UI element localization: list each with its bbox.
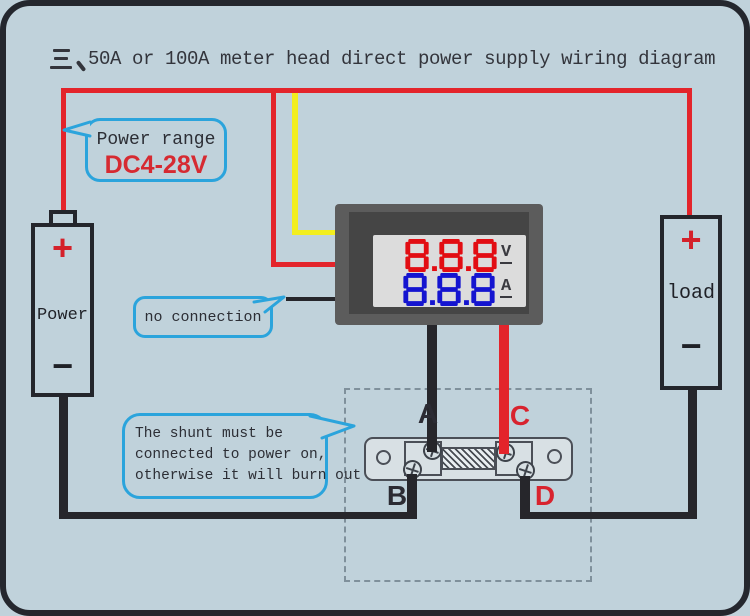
current-digits <box>403 273 495 306</box>
shunt-mount-hole-right <box>547 449 562 464</box>
shunt-warning-callout: The shunt must be connected to power on,… <box>122 413 361 499</box>
power-supply-box <box>31 223 94 397</box>
shunt-warning-line-3: otherwise it will burn out <box>135 468 362 484</box>
wire-yellow-meter-in <box>292 230 338 235</box>
meter-head: 8.8.8 8.8.8 V A <box>335 204 543 325</box>
voltage-digits <box>405 239 497 272</box>
wire-power-negative-down <box>59 394 68 519</box>
no-connection-label: no connection <box>144 309 262 326</box>
meter-bezel: 8.8.8 8.8.8 V A <box>349 212 529 314</box>
load-box <box>660 215 722 390</box>
current-reading-value: 8.8.8 <box>373 235 374 236</box>
wire-no-connection-stub <box>286 297 338 301</box>
wire-meter-to-shunt-c <box>499 322 509 454</box>
page-title: 50A or 100A meter head direct power supp… <box>88 48 716 70</box>
no-connection-callout-tail <box>252 295 286 314</box>
shunt-label-a: A <box>417 398 439 429</box>
load-negative-symbol: − <box>680 328 702 369</box>
power-range-value: DC4-28V <box>104 151 208 179</box>
power-negative-symbol: − <box>51 348 74 389</box>
wire-shunt-b-down <box>407 474 417 519</box>
power-range-label: Power range <box>96 130 216 150</box>
shunt-warning-callout-tail <box>308 414 356 440</box>
shunt-resistor-element <box>441 447 496 470</box>
wire-red-meter-drop <box>271 88 276 267</box>
wire-red-meter-in <box>271 262 338 267</box>
wire-meter-to-shunt-a <box>427 322 437 452</box>
load-positive-symbol: + <box>680 222 702 263</box>
shunt-dashed-outline <box>344 388 592 582</box>
power-range-callout-tail <box>62 120 92 138</box>
power-label: Power <box>36 306 88 325</box>
cjk-comma-icon <box>75 60 87 72</box>
shunt-warning-text: The shunt must be connected to power on,… <box>135 424 361 487</box>
shunt-mount-hole-left <box>376 450 391 465</box>
wire-positive-top <box>61 88 692 93</box>
wire-shunt-d-down <box>520 476 530 519</box>
title-prefix-text: 三、 <box>0 0 1 1</box>
cjk-three-icon <box>50 49 76 71</box>
shunt-label-c: C <box>509 400 531 431</box>
shunt-label-d: D <box>534 480 556 511</box>
shunt-label-b: B <box>386 480 408 511</box>
shunt-warning-line-1: The shunt must be <box>135 426 283 442</box>
power-positive-symbol: + <box>51 230 74 271</box>
shunt-warning-line-2: connected to power on, <box>135 447 327 463</box>
wire-positive-from-power <box>61 88 66 214</box>
power-terminal-nub <box>49 210 77 224</box>
amp-unit-label: A <box>500 277 513 298</box>
wire-bottom-right <box>520 512 697 519</box>
meter-display: 8.8.8 8.8.8 V A <box>373 235 526 307</box>
wire-yellow-meter-drop <box>292 93 298 235</box>
wire-load-negative-down <box>688 386 697 519</box>
no-connection-callout: no connection <box>133 296 273 338</box>
wire-positive-to-load <box>687 88 692 216</box>
volt-unit-label: V <box>500 243 513 264</box>
power-range-callout: Power range DC4-28V <box>85 118 227 182</box>
voltage-reading-value: 8.8.8 <box>373 235 374 236</box>
wire-bottom-left <box>59 512 417 519</box>
load-label: load <box>666 282 715 305</box>
